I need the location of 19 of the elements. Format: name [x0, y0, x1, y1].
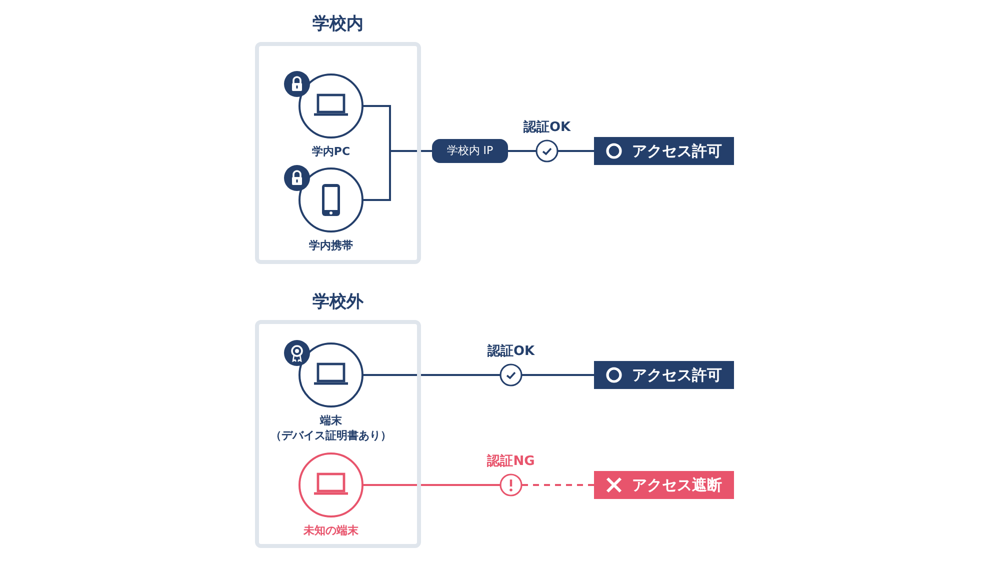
status-label: アクセス許可: [632, 141, 722, 162]
connector-line: [363, 484, 500, 486]
status-label: アクセス許可: [632, 365, 722, 386]
connector-line: [363, 374, 500, 376]
ip-pill: 学校内 IP: [432, 139, 508, 163]
auth-label: 認証OK: [486, 343, 536, 360]
connector-line: [508, 150, 536, 152]
connector-line: [522, 374, 594, 376]
device-label: 端末（デバイス証明書あり）: [270, 413, 392, 443]
group-heading: 学校内: [312, 13, 364, 35]
auth-label: 認証NG: [486, 453, 536, 470]
device-label: 未知の端末: [302, 523, 360, 538]
device-label: 学内携帯: [308, 238, 354, 253]
device-label: 学内PC: [310, 144, 352, 159]
auth-label: 認証OK: [522, 119, 572, 136]
connector-line: [558, 150, 594, 152]
connector-line: [522, 484, 594, 486]
group-heading: 学校外: [312, 291, 364, 313]
status-label: アクセス遮断: [632, 475, 722, 496]
